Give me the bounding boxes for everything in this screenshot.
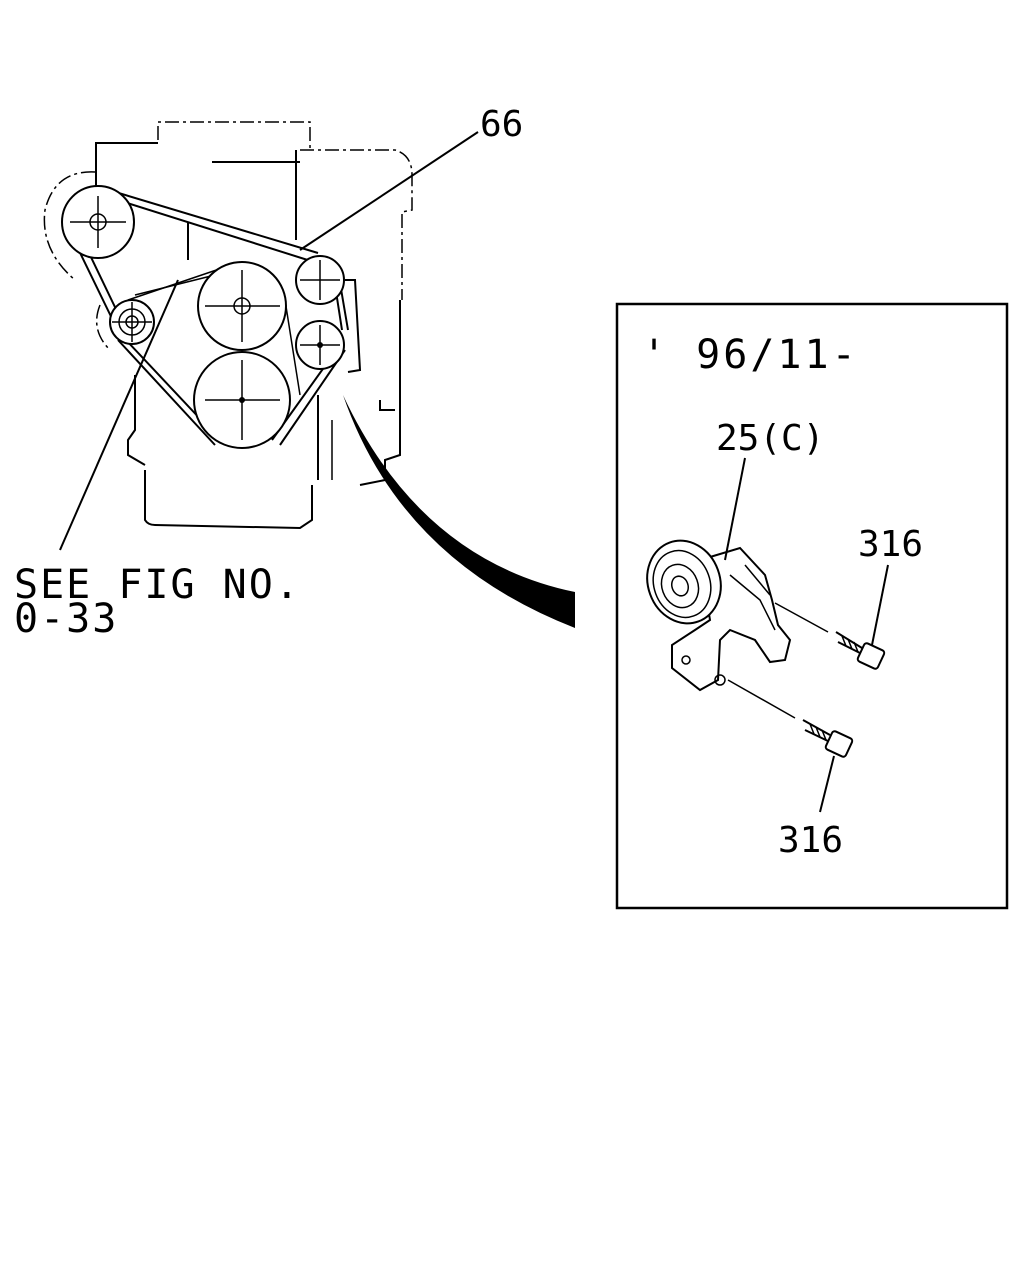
pulley-right-upper (295, 255, 345, 305)
bolt-upper (774, 564, 889, 670)
engine-outline (43, 121, 413, 530)
pulley-top-left (61, 185, 135, 259)
leader-tensioner (724, 457, 746, 561)
detail-frame (615, 302, 1009, 910)
pulley-idler-left (109, 299, 155, 345)
zoom-indicator-arrow (343, 395, 575, 628)
bolt-lower (727, 679, 854, 813)
applicability-date: ' 96/11- (642, 332, 859, 378)
see-fig-line1: SEE FIG NO. (14, 562, 301, 608)
callout-bolt-upper: 316 (858, 524, 923, 565)
leader-see-fig (59, 279, 179, 551)
pulley-crankshaft (193, 351, 291, 449)
callout-bolt-lower: 316 (778, 820, 843, 861)
leader-belt (299, 131, 479, 251)
callout-belt: 66 (480, 104, 523, 145)
pulley-right-lower (295, 320, 345, 370)
see-fig-line2: 0-33 (14, 596, 118, 642)
tensioner-assembly (646, 539, 792, 692)
callout-tensioner: 25(C) (716, 418, 824, 459)
pulley-center-upper (197, 261, 287, 351)
